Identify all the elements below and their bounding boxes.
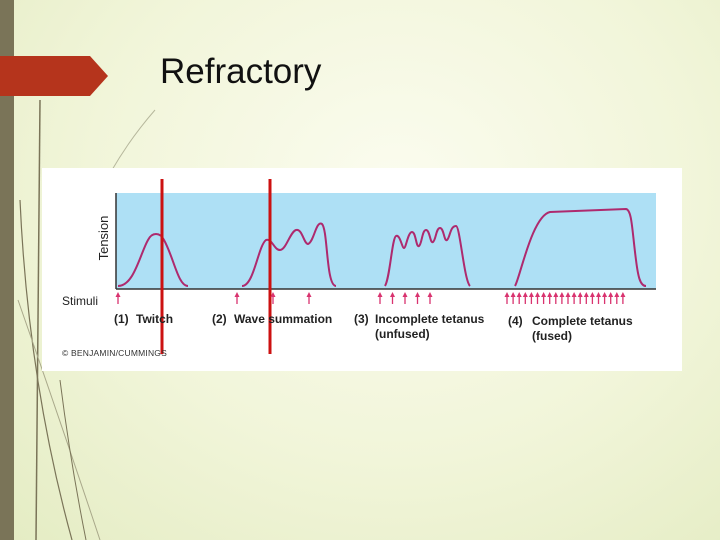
stimulus-arrow [565,292,571,304]
complete-tetanus-trace [514,207,647,287]
stimulus-arrow [427,292,433,304]
stimulus-arrow [535,292,540,304]
stimulus-arrows-complete-tetanus [504,292,626,304]
stimulus-arrows-twitch [115,292,121,304]
panel-3-name: Incomplete tetanus [375,312,485,326]
stimulus-arrow [583,292,589,304]
panel-3-name-line2: (unfused) [375,327,430,341]
panel-4-name: Complete tetanus [532,314,633,328]
panel-2-name: Wave summation [234,312,332,326]
stimulus-arrow [270,292,276,304]
stimulus-arrow [402,292,408,304]
stimulus-arrow [614,292,620,304]
left-side-bar [0,0,14,540]
stimulus-arrow [377,292,383,304]
stimulus-arrow [559,292,565,304]
stimulus-arrow [541,292,547,304]
y-axis-label: Tension [96,216,111,261]
muscle-tension-figure: Tension Stimuli (1) Twitch (2) Wave summ… [42,168,682,371]
stimulus-arrow [522,292,528,304]
slide-title: Refractory [160,52,322,91]
wave-summation-trace [241,222,337,287]
stimuli-label: Stimuli [62,294,98,308]
title-accent-arrow [0,56,108,96]
twitch-trace [117,233,189,287]
stimulus-arrow [608,292,614,304]
panel-3-number: (3) [354,312,369,326]
incomplete-tetanus-trace [384,224,471,287]
copyright-credit: © BENJAMIN/CUMMINGS [62,348,167,358]
stimulus-arrow [306,292,312,304]
stimulus-arrow [602,292,608,304]
stimulus-arrow [504,292,510,304]
plot-area [116,193,656,289]
figure-drawing: Tension Stimuli (1) Twitch (2) Wave summ… [62,179,656,354]
stimulus-arrow [415,292,420,304]
stimulus-arrow [510,292,516,304]
stimulus-arrow [390,292,395,304]
panel-4-number: (4) [508,314,523,328]
stimulus-arrows-incomplete-tetanus [377,292,433,304]
stimulus-arrow [547,292,553,304]
stimulus-arrows-wave-summation [234,292,312,304]
panel-4-name-line2: (fused) [532,329,572,343]
stimulus-arrow [577,292,583,304]
stimulus-arrow [234,292,240,304]
stimulus-arrow [528,292,534,304]
stimulus-arrow [571,292,577,304]
stimulus-arrow [620,292,626,304]
stimulus-arrow [553,292,559,304]
stimulus-arrow [115,292,121,304]
panel-1-name: Twitch [136,312,173,326]
panel-1-number: (1) [114,312,129,326]
stimulus-arrow [596,292,601,304]
panel-2-number: (2) [212,312,227,326]
stimulus-arrow [589,292,595,304]
stimulus-arrow [516,292,522,304]
